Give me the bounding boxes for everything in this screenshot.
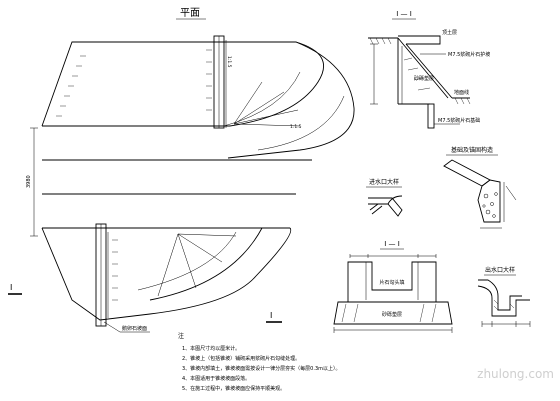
section-i1-label-2: 砂砾垫层 xyxy=(414,75,434,82)
foundation-detail: 基础及锚固构造 xyxy=(443,146,517,229)
section-i1-label-1: M7.5浆砌片石护坡 xyxy=(448,51,490,58)
section-i1-label-3: 地面线 xyxy=(454,89,469,96)
note-item-3: 3、锥坡内部填土，锥坡坡面需按设计一律分层夯实（每层0.3m以上）。 xyxy=(182,365,341,372)
plan-dim-small-2: 1:1.5 xyxy=(290,124,302,130)
outlet-detail-title: 出水口大样 xyxy=(485,266,515,274)
notes-block: 注 1、本图尺寸均以厘米计。 2、锥坡上（包括锥坡）铺砌采用浆砌片石勾缝处理。 … xyxy=(178,332,341,392)
plan-view: 平面 1:1.5 xyxy=(8,8,355,333)
outlet-detail: 出水口大样 xyxy=(477,266,531,327)
inlet-detail-title: 进水口大样 xyxy=(369,178,399,186)
section-i2-label-inner: 片石勾头填 xyxy=(379,279,404,286)
section-i1-label-0: 顶土层 xyxy=(442,29,457,36)
foundation-detail-title: 基础及锚固构造 xyxy=(451,146,493,154)
note-item-1: 1、本图尺寸均以厘米计。 xyxy=(182,345,240,352)
note-item-2: 2、锥坡上（包括锥坡）铺砌采用浆砌片石勾缝处理。 xyxy=(182,355,300,362)
section-mark-right: I xyxy=(270,311,272,320)
inlet-detail: 进水口大样 xyxy=(366,178,403,217)
plan-dim-small-1: 1:1.5 xyxy=(226,56,232,68)
section-i1-label-4: M7.5浆砌片石基础 xyxy=(438,117,480,124)
plan-label-main: 鹅卵石坡面 xyxy=(122,325,147,332)
section-i2-label-bottom: 砂砾垫层 xyxy=(382,311,402,318)
watermark-text: zhulong.com xyxy=(477,367,554,381)
section-i2-title: I — I xyxy=(384,240,400,248)
section-i1: I — I 顶土层 M7.5浆砌片石护坡 砂砾 xyxy=(368,10,490,129)
section-mark-left: I xyxy=(10,283,12,292)
note-item-4: 4、本图适用于锥坡坡面段落。 xyxy=(182,375,250,382)
notes-heading: 注 xyxy=(178,332,184,340)
plan-dim-vertical: 3980 xyxy=(26,175,32,188)
note-item-5: 5、在施工过程中，锥坡坡面应保持平顺美观。 xyxy=(182,385,285,392)
plan-title: 平面 xyxy=(180,8,200,19)
section-i1-title: I — I xyxy=(396,10,412,18)
section-i2: I — I 片石勾头填 砂砾垫层 xyxy=(333,240,453,333)
